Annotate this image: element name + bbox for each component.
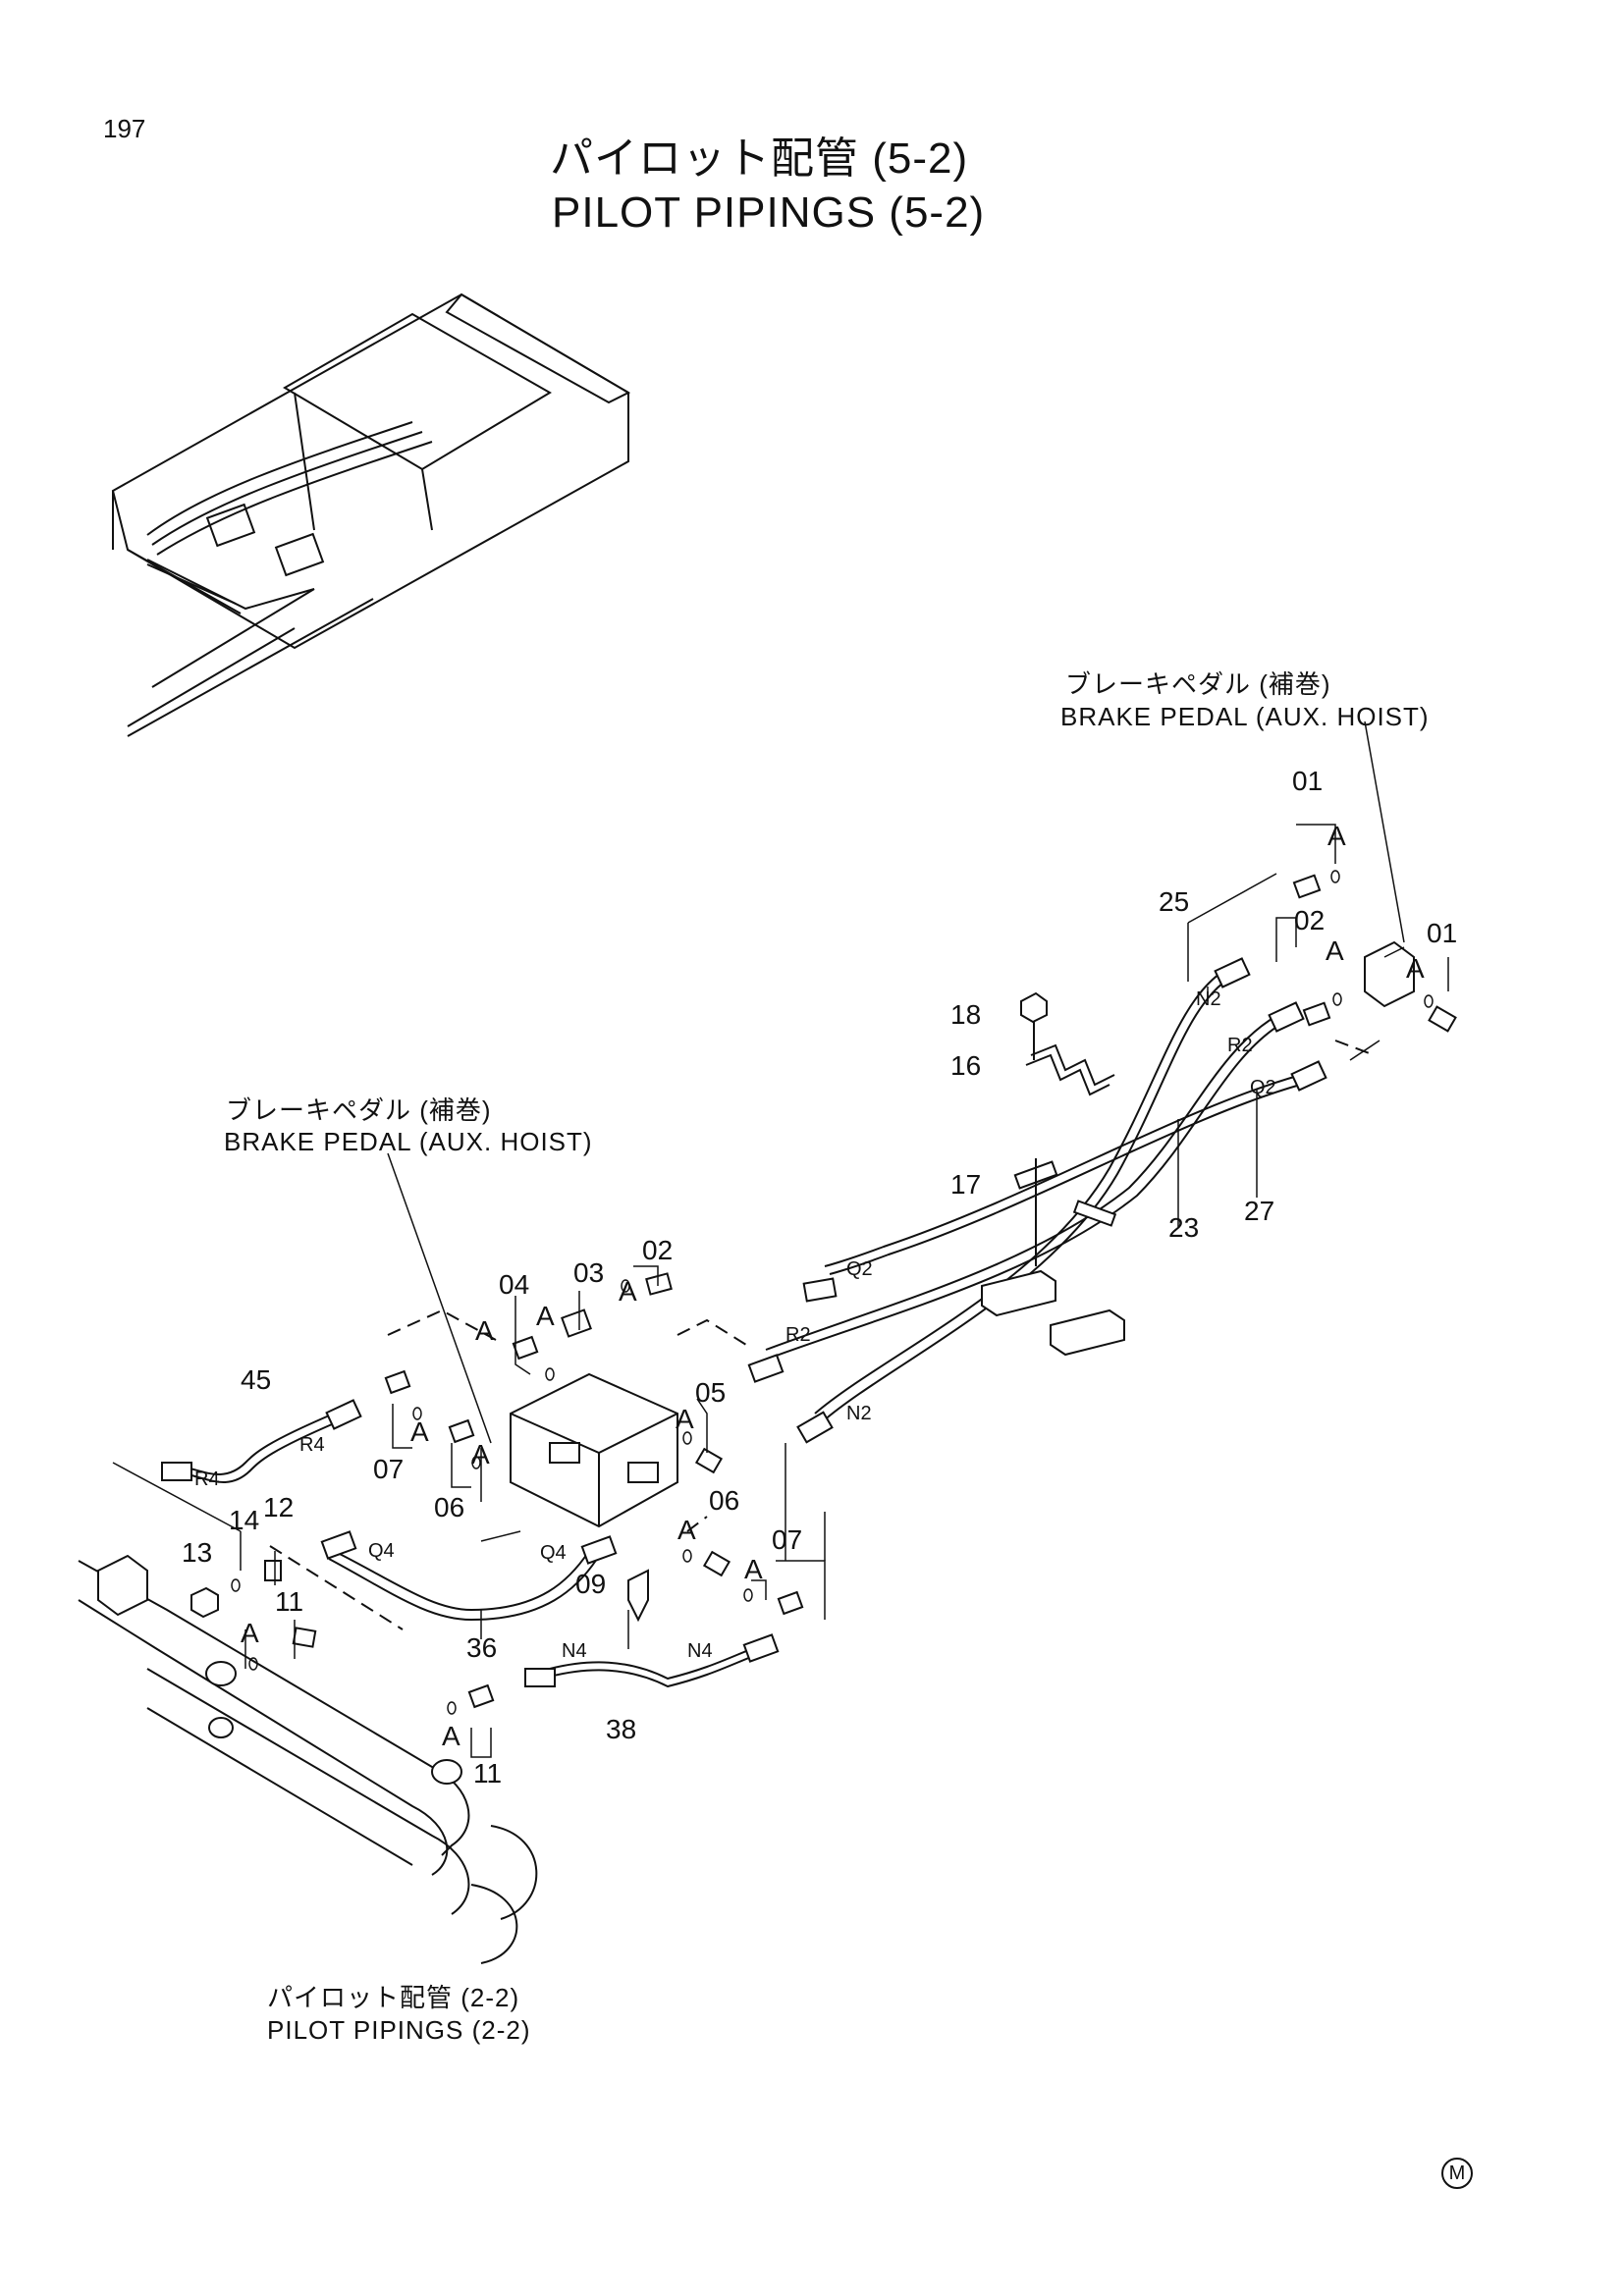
port-label-q2: Q2 xyxy=(846,1258,873,1280)
callout-05: 05 xyxy=(695,1377,727,1408)
callout-17: 17 xyxy=(950,1169,982,1200)
callout-11: 11 xyxy=(473,1758,503,1789)
leader-lines xyxy=(112,721,1449,1758)
clamp-assembly xyxy=(981,1021,1125,1357)
callout-14: 14 xyxy=(229,1505,260,1535)
detail-marker-a: A xyxy=(619,1276,637,1307)
pilot-pipings-ref-caption-jp: パイロット配管 (2-2) xyxy=(267,1983,520,2012)
callout-06: 06 xyxy=(709,1485,740,1516)
detail-marker-a: A xyxy=(676,1404,694,1434)
detail-marker-a: A xyxy=(1406,953,1425,984)
detail-marker-a: A xyxy=(744,1554,763,1584)
callout-01: 01 xyxy=(1292,766,1324,796)
detail-marker-a: A xyxy=(471,1439,490,1469)
title-japanese: パイロット配管 (5-2) xyxy=(550,134,969,183)
callout-06: 06 xyxy=(434,1492,465,1522)
hose-25 xyxy=(814,971,1228,1422)
detail-marker-a: A xyxy=(475,1315,494,1346)
hose-27 xyxy=(824,1074,1305,1275)
callout-38: 38 xyxy=(606,1714,637,1744)
callout-27: 27 xyxy=(1244,1196,1275,1226)
brake-pedal-right-caption-jp: ブレーキペダル (補巻) xyxy=(1065,669,1331,699)
hose-36 xyxy=(328,1550,598,1622)
callout-16: 16 xyxy=(950,1050,982,1081)
port-label-n4: N4 xyxy=(687,1640,713,1662)
callout-18: 18 xyxy=(950,999,982,1030)
detail-marker-a: A xyxy=(536,1301,555,1331)
callout-23: 23 xyxy=(1168,1212,1200,1243)
detail-marker-a: A xyxy=(410,1416,429,1447)
brake-pedal-right-caption-en: BRAKE PEDAL (AUX. HOIST) xyxy=(1060,702,1430,731)
callout-01: 01 xyxy=(1427,918,1458,948)
callout-07: 07 xyxy=(772,1524,803,1555)
hose-fittings xyxy=(161,874,1457,1709)
port-label-r2: R2 xyxy=(785,1324,811,1346)
hose-38 xyxy=(549,1648,752,1688)
detail-marker-a: A xyxy=(1326,935,1344,966)
port-label-q4: Q4 xyxy=(540,1542,567,1564)
callout-03: 03 xyxy=(573,1257,605,1288)
port-label-r2: R2 xyxy=(1227,1035,1253,1056)
callout-25: 25 xyxy=(1159,886,1190,917)
callout-45: 45 xyxy=(241,1364,272,1395)
detail-marker-a: A xyxy=(1327,821,1346,851)
port-label-r4: R4 xyxy=(299,1434,325,1456)
port-label-q4: Q4 xyxy=(368,1540,395,1562)
port-label-q2: Q2 xyxy=(1250,1077,1276,1098)
hose-45 xyxy=(186,1413,340,1483)
page-number: 197 xyxy=(103,114,146,143)
pilot-pipings-ref-caption-en: PILOT PIPINGS (2-2) xyxy=(267,2015,531,2045)
detail-marker-a: A xyxy=(241,1618,259,1648)
detail-marker-a: A xyxy=(677,1515,696,1545)
port-label-n2: N2 xyxy=(1196,988,1221,1010)
brake-valve-block xyxy=(510,1372,678,1528)
callout-09: 09 xyxy=(575,1569,607,1599)
frame-overview xyxy=(111,293,631,737)
callout-07: 07 xyxy=(373,1454,405,1484)
phantom-lines xyxy=(269,1040,1376,1630)
hose-23 xyxy=(765,1015,1282,1359)
callout-11: 11 xyxy=(275,1586,304,1617)
callout-04: 04 xyxy=(499,1269,530,1300)
callout-02: 02 xyxy=(642,1235,674,1265)
callout-13: 13 xyxy=(182,1537,213,1568)
port-label-r4: R4 xyxy=(194,1468,220,1490)
brake-pedal-left-caption-jp: ブレーキペダル (補巻) xyxy=(226,1095,492,1125)
port-label-n2: N2 xyxy=(846,1403,872,1424)
brake-pedal-aux-block xyxy=(1364,940,1415,1008)
title-english: PILOT PIPINGS (5-2) xyxy=(552,188,986,237)
brake-pedal-left-caption-en: BRAKE PEDAL (AUX. HOIST) xyxy=(224,1127,593,1156)
callout-36: 36 xyxy=(466,1632,498,1663)
footer-circled-mark: M xyxy=(1441,2158,1473,2189)
detail-marker-a: A xyxy=(442,1721,460,1751)
callout-02: 02 xyxy=(1294,905,1326,935)
callout-12: 12 xyxy=(263,1492,295,1522)
o-rings xyxy=(231,870,1434,1715)
frame-beams xyxy=(78,1554,538,1964)
footer-mark-letter: M xyxy=(1448,2163,1466,2184)
port-label-n4: N4 xyxy=(562,1640,587,1662)
